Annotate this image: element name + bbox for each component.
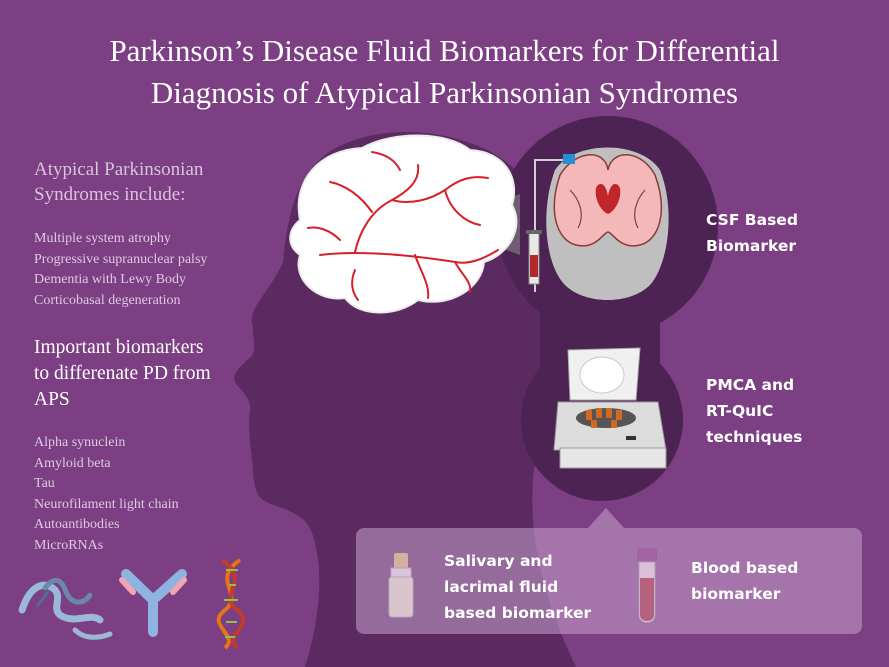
brain-icon bbox=[289, 134, 518, 314]
aps-heading-line-2: Syndromes include: bbox=[34, 184, 186, 205]
saliva-label-line-2: lacrimal fluid bbox=[444, 578, 559, 596]
csf-label-line-1: CSF Based bbox=[706, 211, 798, 229]
list-item: Corticobasal degeneration bbox=[34, 292, 181, 308]
saliva-label-line-3: based biomarker bbox=[444, 604, 592, 622]
aps-heading-line-1: Atypical Parkinsonian bbox=[34, 159, 204, 180]
fluid-biomarker-panel bbox=[356, 528, 862, 634]
antibody-icon bbox=[119, 569, 187, 637]
list-item: Autoantibodies bbox=[34, 517, 120, 532]
pmca-label: PMCA and RT-QuIC techniques bbox=[706, 372, 802, 450]
panel-pointer bbox=[588, 508, 624, 528]
biomarkers-heading: Important biomarkers to differenate PD f… bbox=[34, 335, 254, 413]
csf-label-line-2: Biomarker bbox=[706, 237, 797, 255]
list-item: Progressive supranuclear palsy bbox=[34, 251, 208, 267]
saliva-label-line-1: Salivary and bbox=[444, 552, 553, 570]
list-item: MicroRNAs bbox=[34, 537, 104, 553]
syringe-icon bbox=[526, 154, 575, 292]
list-item: Alpha synuclein bbox=[34, 435, 126, 450]
blood-label-line-1: Blood based bbox=[691, 559, 799, 577]
blood-label-line-2: biomarker bbox=[691, 585, 781, 603]
list-item: Dementia with Lewy Body bbox=[34, 272, 187, 287]
biomarkers-heading-line-3: APS bbox=[34, 389, 70, 410]
biomarkers-list: Alpha synuclein Amyloid beta Tau Neurofi… bbox=[34, 433, 179, 556]
pmca-label-line-3: techniques bbox=[706, 428, 803, 446]
centrifuge-icon bbox=[553, 347, 667, 469]
list-item: Amyloid beta bbox=[34, 455, 111, 471]
coronal-brain-icon bbox=[546, 147, 669, 300]
title-line-1: Parkinson’s Disease Fluid Biomarkers for… bbox=[109, 33, 780, 68]
title-line-2: Diagnosis of Atypical Parkinsonian Syndr… bbox=[150, 75, 739, 110]
protein-ribbon-icon bbox=[18, 577, 113, 640]
biomarkers-heading-line-1: Important biomarkers bbox=[34, 337, 204, 358]
pmca-label-line-1: PMCA and bbox=[706, 376, 795, 394]
csf-label: CSF Based Biomarker bbox=[706, 207, 798, 259]
pmca-label-line-2: RT-QuIC bbox=[706, 402, 774, 420]
dna-helix-icon bbox=[216, 558, 246, 650]
blood-label: Blood based biomarker bbox=[691, 555, 798, 607]
list-item: Neurofilament light chain bbox=[34, 496, 179, 512]
biomarkers-heading-line-2: to differenate PD from bbox=[34, 363, 211, 384]
aps-list: Multiple system atrophy Progressive supr… bbox=[34, 229, 207, 311]
list-item: Multiple system atrophy bbox=[34, 231, 171, 246]
saliva-label: Salivary and lacrimal fluid based biomar… bbox=[444, 548, 591, 626]
list-item: Tau bbox=[34, 476, 55, 491]
